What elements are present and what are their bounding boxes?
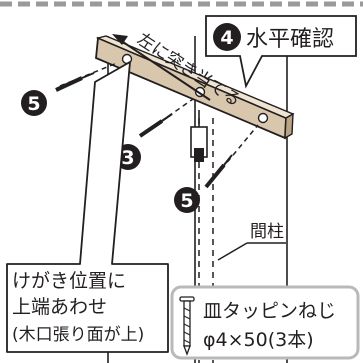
tapping-screw-icon [179, 296, 195, 356]
level-check-callout: 4 水平確認 [205, 15, 357, 89]
step3-number: 3 [121, 147, 134, 169]
push-left-arrow [112, 34, 211, 101]
marking-note-callout [6, 61, 169, 353]
stud-label: 間柱 [250, 222, 284, 242]
step4-label: 水平確認 [246, 27, 334, 52]
note-line-1: けがき位置に [12, 270, 126, 292]
step4-number: 4 [220, 27, 233, 49]
stud-label-leader [217, 242, 286, 261]
screw-spec-box [170, 285, 360, 360]
step5-marker-left: 5 [21, 90, 47, 116]
step5-marker-right: 5 [174, 187, 200, 213]
screw-right [204, 124, 259, 189]
note-line-2: 上端あわせ [12, 296, 107, 318]
screw-middle [138, 98, 194, 138]
screw-left [55, 62, 118, 92]
step5-number-right: 5 [180, 190, 193, 212]
step5-number-left: 5 [27, 93, 40, 115]
note-line-3: (木口張り面が上) [12, 325, 144, 345]
level-bracket [190, 110, 208, 162]
screw-spec-line-1: 皿タッピンねじ [203, 300, 336, 322]
screw-spec-line-2: φ4×50(3本) [203, 329, 314, 351]
